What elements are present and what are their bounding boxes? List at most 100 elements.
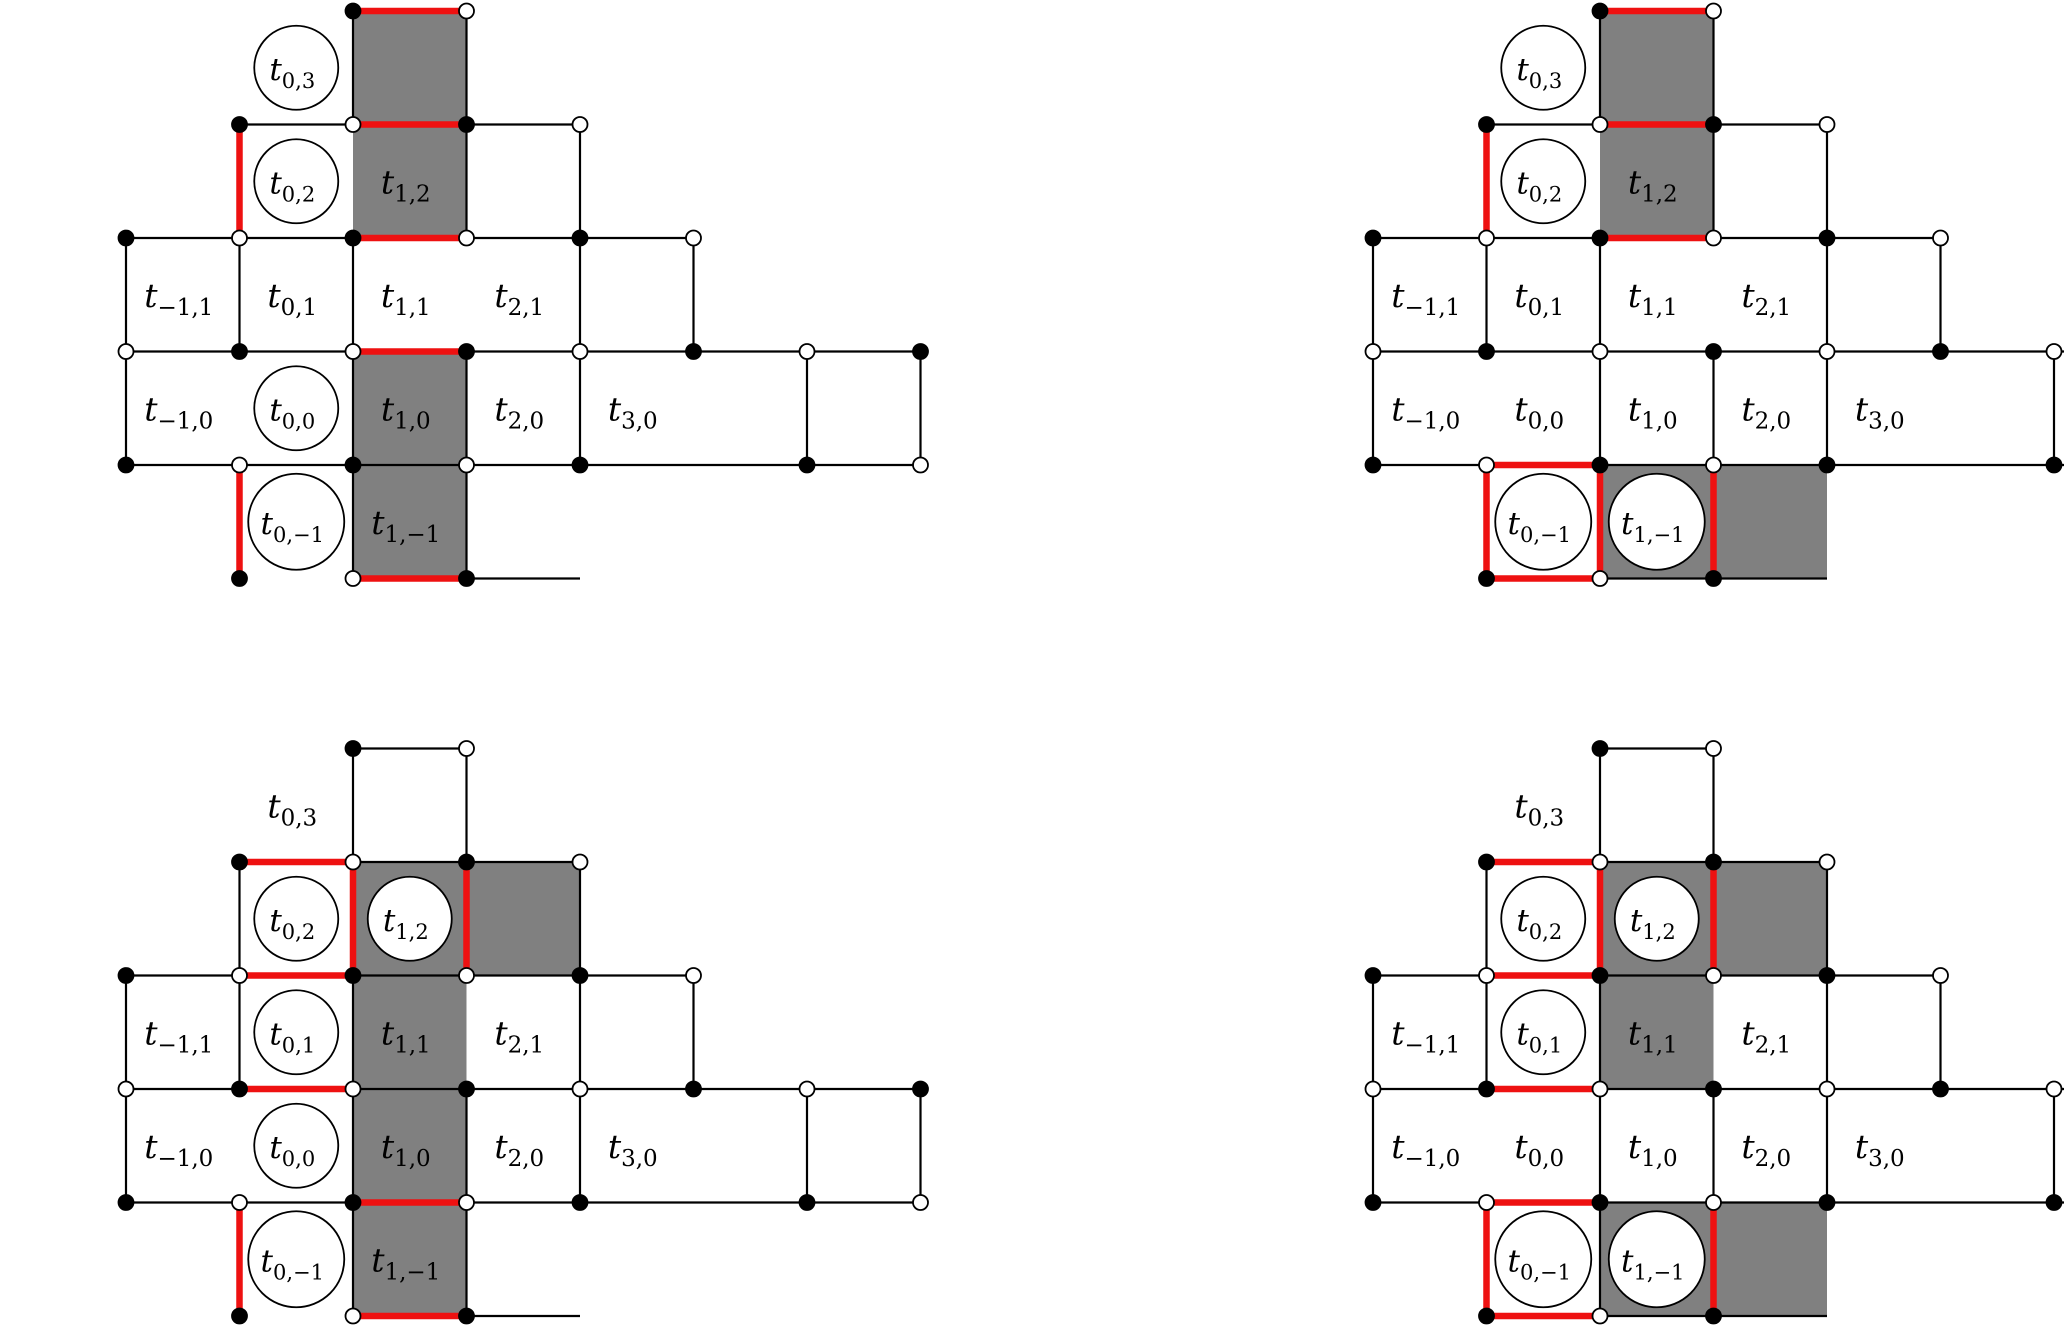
black-vertex bbox=[344, 2, 362, 20]
white-vertex bbox=[231, 1194, 248, 1211]
black-vertex bbox=[1705, 1307, 1722, 1325]
cell-badge bbox=[253, 875, 340, 962]
cell-label-2_0: t2,0 bbox=[494, 1127, 544, 1172]
cell-badge bbox=[253, 365, 340, 452]
black-vertex bbox=[912, 343, 929, 360]
black-vertex bbox=[1478, 116, 1495, 133]
black-vertex bbox=[1591, 967, 1609, 984]
black-vertex bbox=[1478, 1307, 1495, 1325]
white-vertex bbox=[1591, 853, 1609, 871]
black-vertex bbox=[1705, 116, 1722, 133]
cell-label-0_m1: t0,−1 bbox=[1508, 506, 1571, 547]
black-vertex bbox=[571, 1194, 589, 1211]
white-vertex bbox=[912, 456, 929, 474]
white-vertex bbox=[1705, 456, 1722, 474]
cell-label-1_2: t1,2 bbox=[1630, 903, 1676, 944]
white-vertex bbox=[571, 1080, 589, 1098]
black-vertex bbox=[1705, 1080, 1722, 1098]
cell-label-m1_0: t−1,0 bbox=[1391, 389, 1460, 434]
cell-label-m1_0: t−1,0 bbox=[144, 389, 213, 434]
black-vertex bbox=[1591, 740, 1609, 757]
black-vertex bbox=[231, 116, 248, 133]
cell-label-3_0: t3,0 bbox=[608, 1127, 658, 1172]
shaded-cell bbox=[1713, 465, 1827, 579]
white-vertex bbox=[1364, 1080, 1382, 1098]
cell-label-0_0: t0,0 bbox=[1514, 389, 1564, 434]
cell-badge bbox=[253, 989, 340, 1076]
cell-label-0_0: t0,0 bbox=[269, 1130, 315, 1171]
white-vertex bbox=[231, 456, 248, 474]
white-vertex bbox=[458, 2, 475, 20]
white-vertex bbox=[117, 343, 135, 360]
white-vertex bbox=[1591, 570, 1609, 587]
black-vertex bbox=[798, 456, 816, 474]
cell-label-m1_0: t−1,0 bbox=[144, 1127, 213, 1172]
white-vertex bbox=[231, 967, 248, 984]
white-vertex bbox=[912, 1194, 929, 1211]
black-vertex bbox=[344, 967, 362, 984]
white-vertex bbox=[344, 343, 362, 360]
white-vertex bbox=[344, 853, 362, 871]
cell-label-1_0: t1,0 bbox=[1628, 1127, 1678, 1172]
cell-label-0_m1: t0,−1 bbox=[261, 506, 324, 547]
white-vertex bbox=[2045, 343, 2063, 360]
cell-label-3_0: t3,0 bbox=[1855, 389, 1905, 434]
white-vertex bbox=[1591, 116, 1609, 133]
cell-badge bbox=[1500, 989, 1587, 1076]
shaded-cell bbox=[353, 465, 467, 579]
cell-badge bbox=[1500, 138, 1587, 225]
white-vertex bbox=[1705, 740, 1722, 757]
black-vertex bbox=[344, 229, 362, 247]
white-vertex bbox=[1478, 456, 1495, 474]
black-vertex bbox=[1478, 1080, 1495, 1098]
white-vertex bbox=[344, 1080, 362, 1098]
black-vertex bbox=[458, 570, 475, 587]
cell-label-0_3: t0,3 bbox=[267, 786, 317, 831]
white-vertex bbox=[685, 229, 702, 247]
black-vertex bbox=[571, 229, 589, 247]
white-vertex bbox=[1705, 967, 1722, 984]
cell-label-2_0: t2,0 bbox=[1741, 1127, 1791, 1172]
cell-label-2_1: t2,1 bbox=[494, 1013, 544, 1058]
cell-label-1_0: t1,0 bbox=[381, 1127, 431, 1172]
white-vertex bbox=[1932, 967, 1949, 984]
black-vertex bbox=[1705, 853, 1722, 871]
black-vertex bbox=[1591, 229, 1609, 247]
shaded-cell bbox=[1713, 1202, 1827, 1316]
black-vertex bbox=[1818, 456, 1836, 474]
black-vertex bbox=[344, 456, 362, 474]
black-vertex bbox=[685, 1080, 702, 1098]
shaded-cell bbox=[1600, 975, 1714, 1089]
white-vertex bbox=[685, 967, 702, 984]
cell-label-2_0: t2,0 bbox=[494, 389, 544, 434]
cell-label-0_2: t0,2 bbox=[1516, 903, 1562, 944]
cell-badge bbox=[1607, 1210, 1706, 1309]
cell-badge bbox=[1500, 24, 1587, 111]
cell-label-2_0: t2,0 bbox=[1741, 389, 1791, 434]
white-vertex bbox=[1705, 229, 1722, 247]
white-vertex bbox=[1818, 116, 1836, 133]
black-vertex bbox=[1705, 343, 1722, 360]
white-vertex bbox=[1932, 229, 1949, 247]
white-vertex bbox=[571, 853, 589, 871]
white-vertex bbox=[1591, 1080, 1609, 1098]
cell-badge bbox=[253, 138, 340, 225]
black-vertex bbox=[231, 853, 248, 871]
cell-label-3_0: t3,0 bbox=[608, 389, 658, 434]
black-vertex bbox=[344, 740, 362, 757]
cell-label-m1_1: t−1,1 bbox=[1391, 1013, 1460, 1058]
cell-badge bbox=[1607, 472, 1706, 571]
white-vertex bbox=[1478, 1194, 1495, 1211]
cell-label-1_0: t1,0 bbox=[381, 389, 431, 434]
cell-badge bbox=[1500, 875, 1587, 962]
black-vertex bbox=[1364, 456, 1382, 474]
white-vertex bbox=[1818, 1080, 1836, 1098]
black-vertex bbox=[1932, 343, 1949, 360]
black-vertex bbox=[1591, 456, 1609, 474]
white-vertex bbox=[1591, 1307, 1609, 1325]
cell-label-1_0: t1,0 bbox=[1628, 389, 1678, 434]
